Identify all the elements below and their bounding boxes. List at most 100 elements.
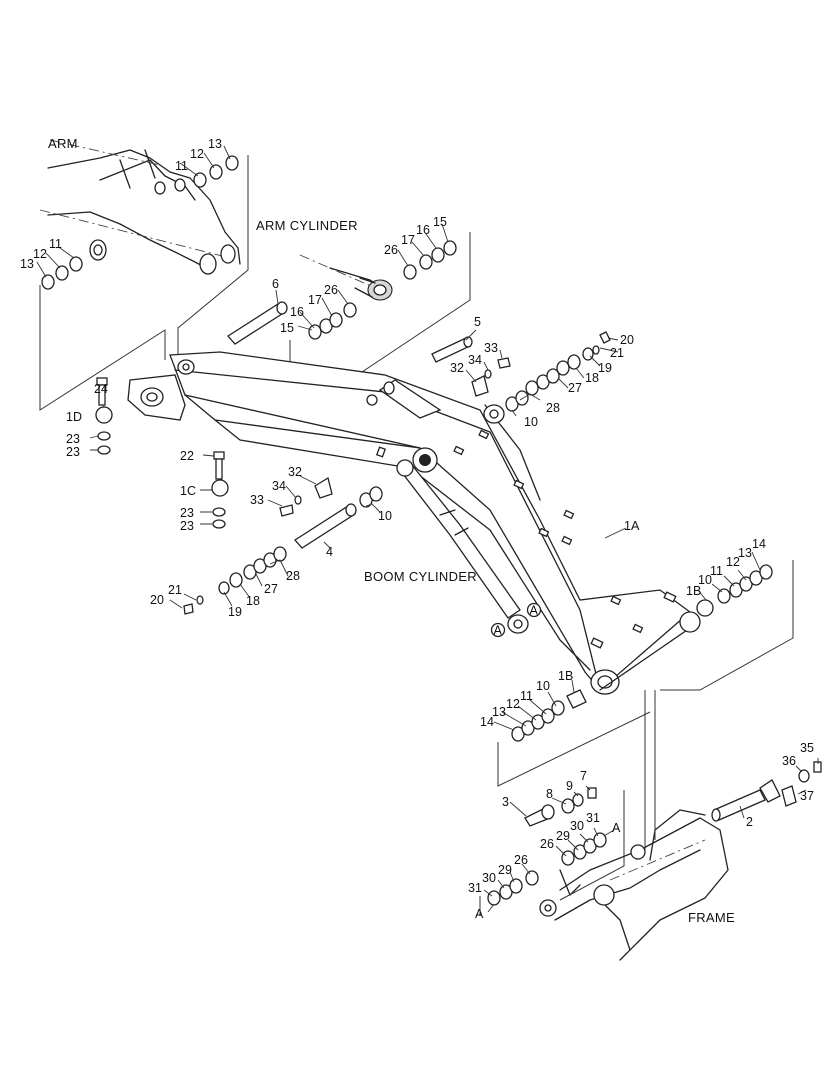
callout-33: 33 [484, 341, 498, 355]
callout-9: 9 [566, 779, 573, 793]
callout-10: 10 [524, 415, 538, 429]
callout-21: 21 [168, 583, 182, 597]
boom-part [127, 351, 701, 695]
callout-16: 16 [290, 305, 304, 319]
callout-26: 26 [384, 243, 398, 257]
callout-34: 34 [272, 479, 286, 493]
callout-1a: 1A [624, 519, 640, 533]
callout-29: 29 [556, 829, 570, 843]
callout-14: 14 [480, 715, 494, 729]
callout-11: 11 [710, 564, 723, 578]
callout-20: 20 [620, 333, 634, 347]
callout-12: 12 [506, 697, 520, 711]
callout-11: 11 [520, 689, 533, 703]
boom-cylinder-title: BOOM CYLINDER [364, 569, 477, 584]
frame-bracket-lines [479, 790, 625, 916]
callout-27: 27 [568, 381, 582, 395]
callout-34: 34 [468, 353, 482, 367]
callout-13: 13 [20, 257, 34, 271]
callout-18: 18 [585, 371, 599, 385]
callout-24: 24 [94, 382, 108, 396]
bushing-1d [95, 406, 113, 424]
pin-2 [711, 779, 781, 822]
callout-2: 2 [746, 815, 753, 829]
callout-23: 23 [180, 519, 194, 533]
bolt-24 [96, 377, 108, 406]
callout-8: 8 [546, 787, 553, 801]
pin-3 [524, 804, 555, 827]
pin-6 [227, 301, 288, 345]
arm-cylinder-title: ARM CYLINDER [256, 218, 358, 233]
callout-31: 31 [586, 811, 600, 825]
callout-3: 3 [502, 795, 509, 809]
circled-a-markers: A A [490, 602, 542, 638]
arm-part [39, 139, 241, 275]
callout-20: 20 [150, 593, 164, 607]
callout-35: 35 [800, 741, 814, 755]
callout-7: 7 [580, 769, 587, 783]
callout-14: 14 [752, 537, 766, 551]
callout-13: 13 [738, 546, 752, 560]
callout-37: 37 [800, 789, 814, 803]
callout-15: 15 [433, 215, 447, 229]
callout-19: 19 [228, 605, 242, 619]
callout-10: 10 [536, 679, 550, 693]
frame-title: FRAME [688, 910, 735, 925]
callout-10: 10 [378, 509, 392, 523]
callout-11: 11 [49, 237, 62, 251]
callout-11: 11 [175, 159, 188, 173]
callout-1d: 1D [66, 410, 82, 424]
marker-a-label: A [494, 624, 503, 638]
callout-27: 27 [264, 582, 278, 596]
callout-12: 12 [726, 555, 740, 569]
callout-6: 6 [272, 277, 279, 291]
callout-1b: 1B [558, 669, 573, 683]
callout-26: 26 [324, 283, 338, 297]
arm-bracket-lines [39, 155, 249, 411]
callout-4: 4 [326, 545, 333, 559]
foot-bracket-lines [497, 560, 794, 850]
callout-13: 13 [208, 137, 222, 151]
callout-36: 36 [782, 754, 796, 768]
callout-13: 13 [492, 705, 506, 719]
bushing-1c [211, 479, 229, 497]
callout-23: 23 [66, 445, 80, 459]
callout-26: 26 [540, 837, 554, 851]
callout-30: 30 [482, 871, 496, 885]
callout-19: 19 [598, 361, 612, 375]
callout-10: 10 [698, 573, 712, 587]
callout-23: 23 [66, 432, 80, 446]
callout-31: 31 [468, 881, 482, 895]
callout-1c: 1C [180, 484, 196, 498]
callout-a: A [475, 907, 484, 921]
callout-17: 17 [308, 293, 322, 307]
arm-title: ARM [48, 136, 78, 151]
callout-26: 26 [514, 853, 528, 867]
callout-18: 18 [246, 594, 260, 608]
callout-a: A [612, 821, 621, 835]
callout-30: 30 [570, 819, 584, 833]
callout-5: 5 [474, 315, 481, 329]
callout-23: 23 [180, 506, 194, 520]
callout-32: 32 [450, 361, 464, 375]
callout-12: 12 [33, 247, 47, 261]
callout-1b: 1B [686, 584, 701, 598]
callout-22: 22 [180, 449, 194, 463]
pin-5 [431, 336, 473, 363]
callout-32: 32 [288, 465, 302, 479]
small-fasteners [183, 331, 611, 615]
arm-cylinder-part [299, 254, 393, 301]
callout-28: 28 [546, 401, 560, 415]
frame-part [539, 809, 729, 961]
callout-15: 15 [280, 321, 294, 335]
leader-lines [36, 145, 819, 913]
pin-4 [294, 503, 357, 549]
callout-29: 29 [498, 863, 512, 877]
callout-12: 12 [190, 147, 204, 161]
callout-labels: 13 12 11 13 12 11 15 16 17 26 6 26 17 16… [20, 137, 814, 921]
bolt-22 [213, 451, 225, 480]
callout-16: 16 [416, 223, 430, 237]
boom-cylinder-part [396, 404, 541, 634]
washers [41, 155, 822, 906]
